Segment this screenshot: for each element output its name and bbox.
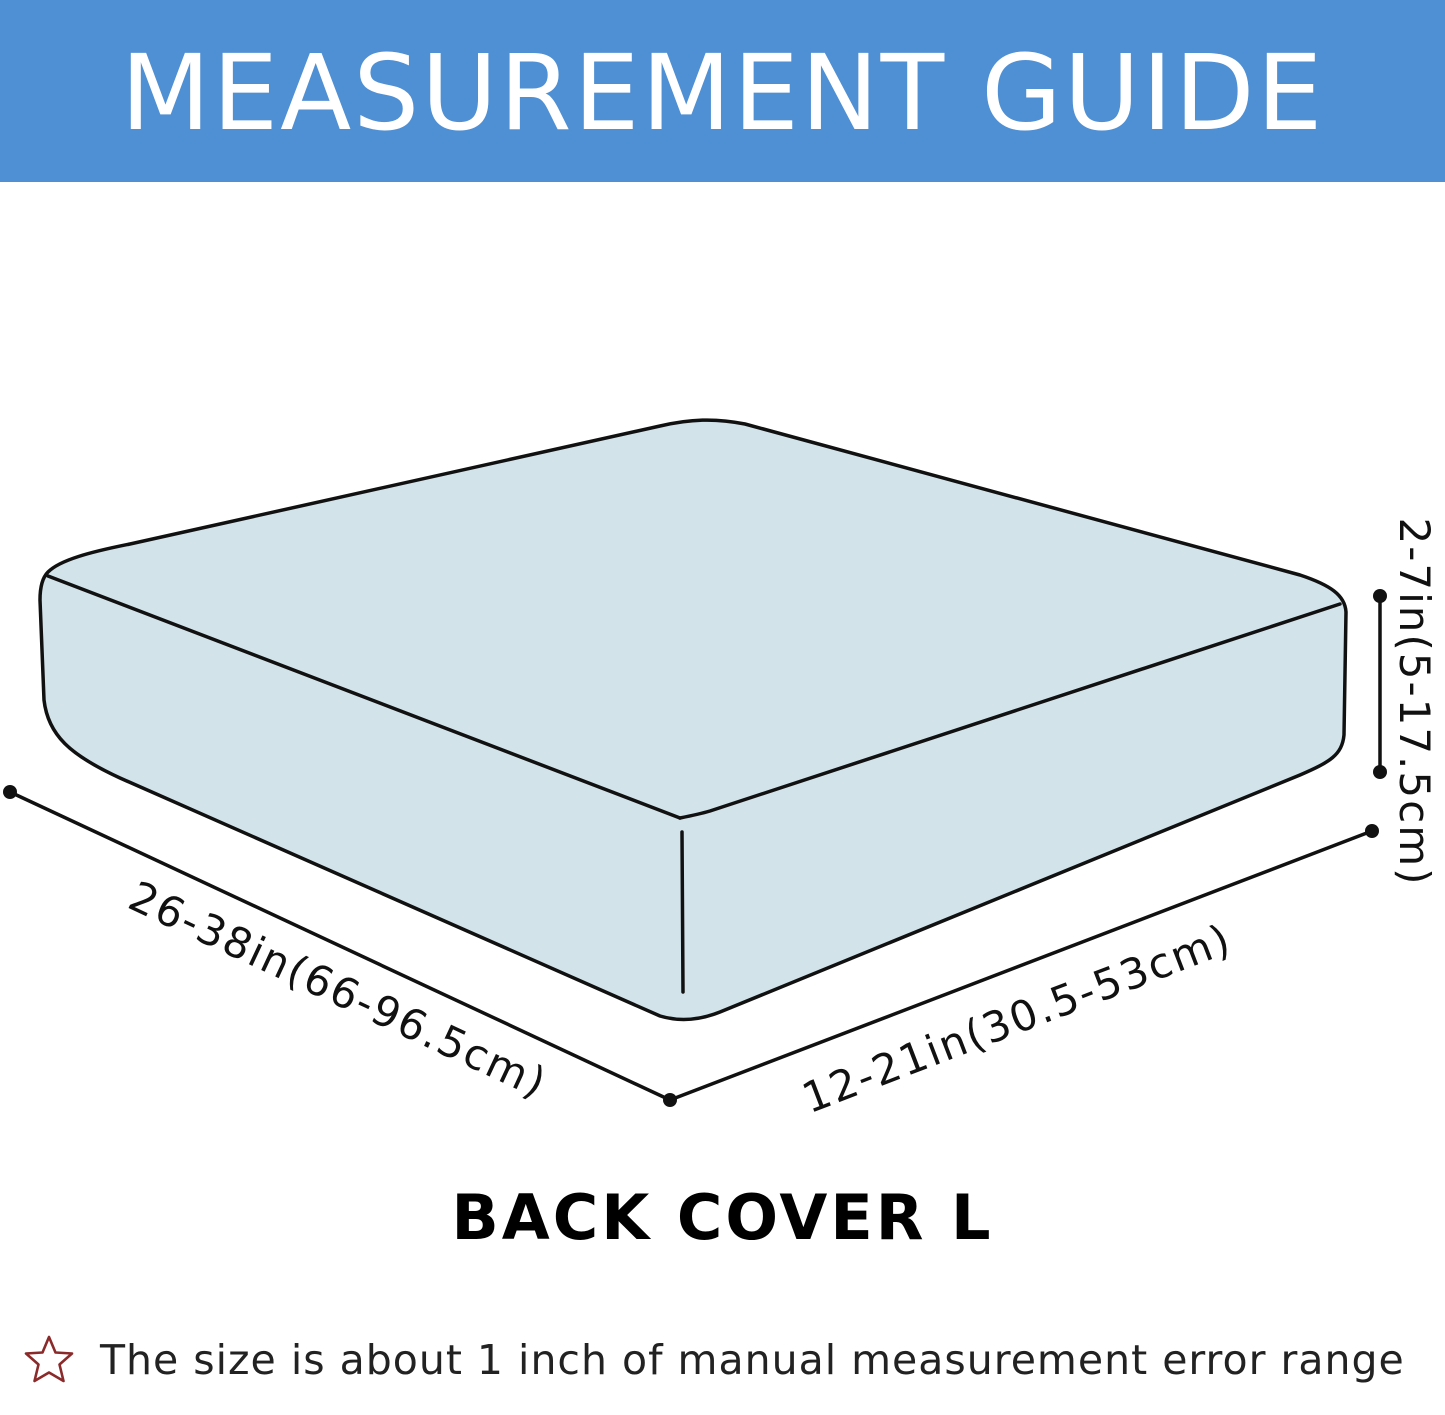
cushion-shape [38, 418, 1348, 1022]
cushion-fill [38, 418, 1348, 1022]
height-endpoint-bottom [1373, 765, 1387, 779]
width-line [669, 829, 1373, 1102]
star-outline-icon [24, 1335, 74, 1383]
cushion-seam-left [46, 574, 682, 820]
cushion-seam-right [678, 602, 1342, 820]
footer-note: The size is about 1 inch of manual measu… [22, 1330, 1437, 1390]
page-title: MEASUREMENT GUIDE [120, 32, 1325, 154]
length-line [9, 790, 671, 1102]
height-endpoint-top [1373, 589, 1387, 603]
length-endpoint-left [3, 785, 17, 799]
height-label: 2-7in(5-17.5cm) [1390, 517, 1439, 886]
header-banner: MEASUREMENT GUIDE [0, 0, 1445, 182]
product-name: BACK COVER L [451, 1181, 994, 1254]
footer-text: The size is about 1 inch of manual measu… [100, 1336, 1405, 1384]
cushion-corner-seam [680, 830, 685, 994]
width-endpoint-right [1365, 824, 1379, 838]
height-measure: 2-7in(5-17.5cm) [1373, 517, 1439, 887]
